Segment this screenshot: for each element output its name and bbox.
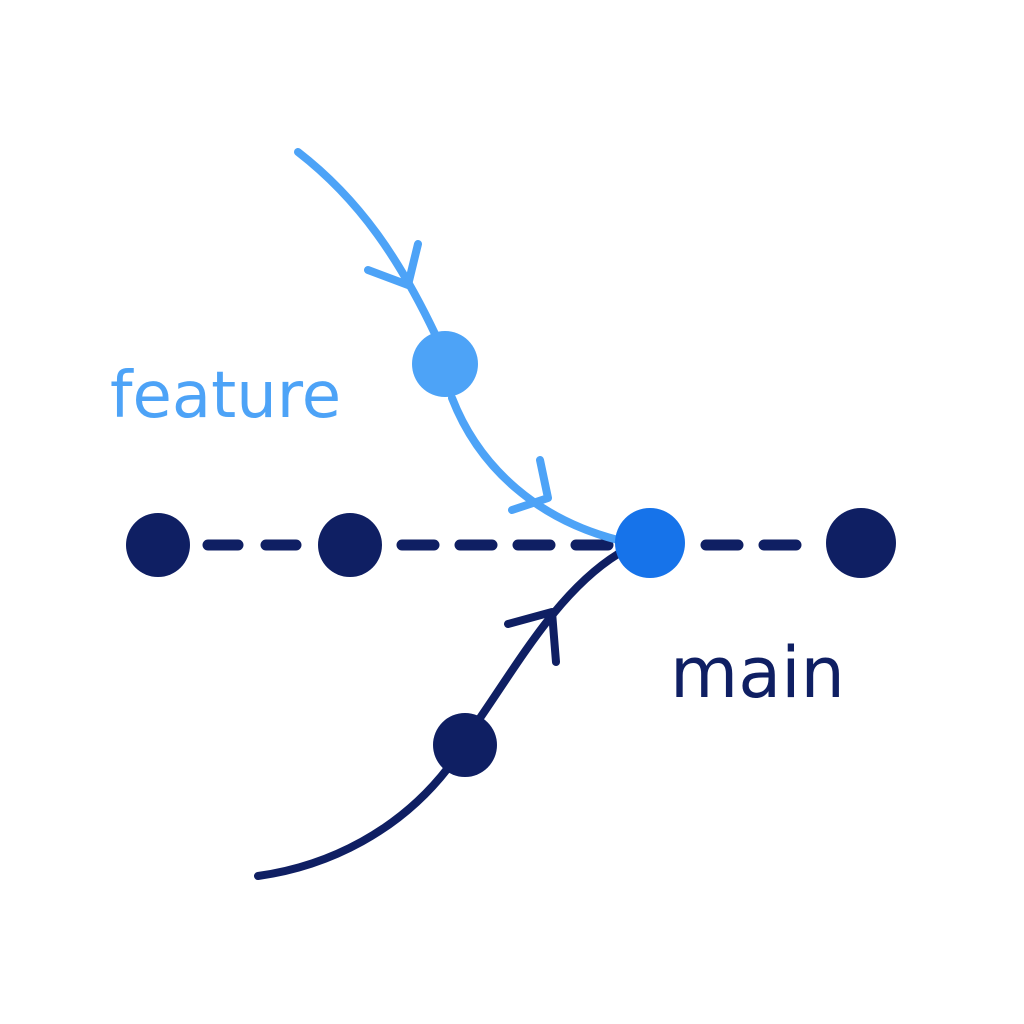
feature-branch-label: feature xyxy=(110,359,342,433)
main-commit-node xyxy=(826,508,896,578)
feature-arrow-icon xyxy=(364,240,422,289)
feature-commit-node xyxy=(412,331,478,397)
main-branch-label: main xyxy=(670,632,845,714)
feature-branch-path xyxy=(294,148,622,544)
incoming-arrow-icon xyxy=(504,608,560,666)
incoming-branch-path xyxy=(254,550,622,880)
incoming-commit-node xyxy=(433,713,497,777)
feature-arrow-icon xyxy=(508,456,552,514)
main-commit-node xyxy=(126,513,190,577)
merge-commit-node xyxy=(615,508,685,578)
main-commit-node xyxy=(318,513,382,577)
